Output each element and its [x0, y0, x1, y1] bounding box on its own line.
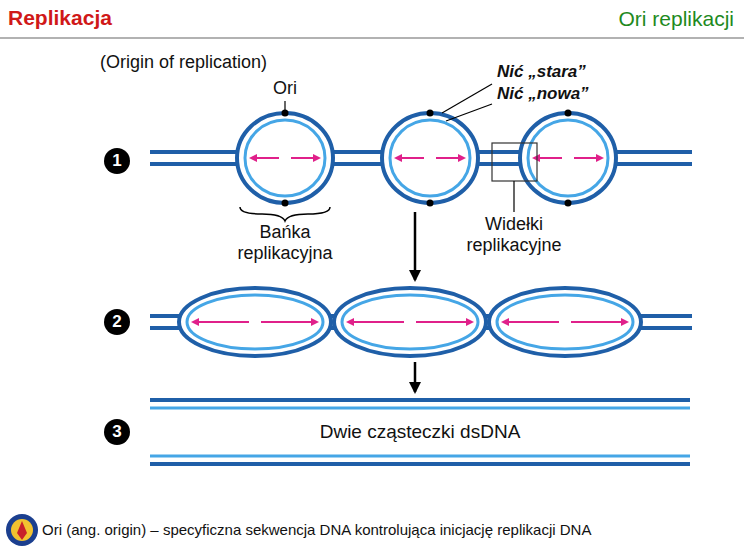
header-rule: [0, 37, 744, 39]
leader-line: [442, 84, 492, 113]
section-title: Ori replikacji: [618, 7, 734, 31]
slide-caption: Ori (ang. origin) – specyficzna sekwencj…: [42, 521, 591, 538]
leader-line: [513, 181, 514, 212]
bubble-bracket: [240, 207, 330, 221]
fork-box: [492, 143, 537, 181]
leader-line: [446, 104, 492, 121]
result-label: Dwie cząsteczki dsDNA: [320, 421, 521, 443]
step-arrow: [414, 212, 417, 280]
bubble-label: Bańka replikacyjna: [215, 222, 355, 264]
slide-title: Replikacja: [8, 6, 112, 30]
new-strand-label: Nić „nowa”: [497, 84, 589, 104]
old-strand-label: Nić „stara”: [497, 62, 586, 82]
callout-number: 2: [104, 309, 130, 335]
university-logo: [6, 514, 38, 546]
ori-label: Ori: [273, 78, 297, 99]
dna-strands: [150, 110, 692, 465]
callout-number: 3: [104, 419, 130, 445]
origin-label: (Origin of replication): [100, 52, 267, 73]
callout-number: 1: [104, 148, 130, 174]
leader-line: [284, 101, 285, 110]
fork-label: Widełki replikacyjne: [444, 214, 584, 256]
step-arrow: [414, 362, 417, 392]
